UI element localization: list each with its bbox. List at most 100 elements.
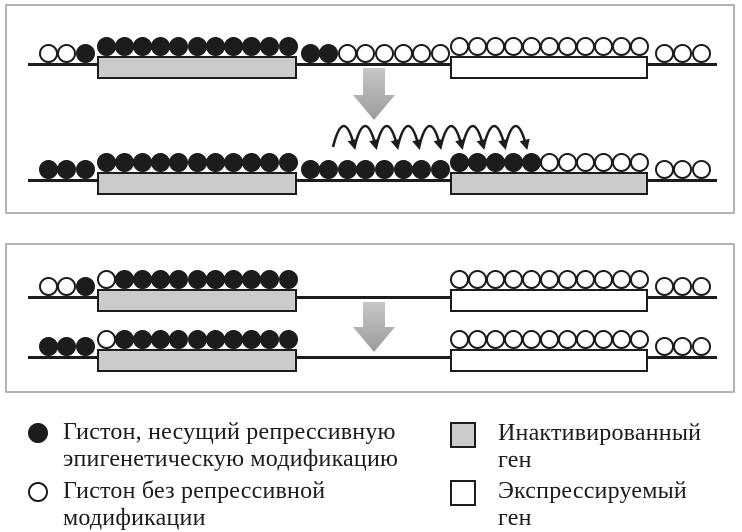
histone-unmodified-icon — [654, 277, 674, 296]
histone-unmodified-icon — [393, 44, 413, 63]
histone-unmodified-icon — [593, 330, 613, 349]
histone-unmodified-icon — [629, 270, 649, 289]
legend-line: ген — [498, 505, 532, 531]
histone-modified-icon — [242, 153, 262, 172]
histone-modified-icon — [319, 44, 339, 63]
histone-modified-icon — [132, 37, 152, 56]
open-histone-icon — [28, 482, 48, 502]
legend-item-inactivated-gene: Инактивированный ген — [450, 420, 701, 474]
histone-modified-icon — [114, 37, 134, 56]
histone-modified-icon — [223, 37, 243, 56]
histone-unmodified-icon — [539, 153, 559, 172]
legend-line: ген — [498, 447, 532, 473]
histone-unmodified-icon — [503, 37, 523, 56]
expressed-gene-icon — [450, 480, 476, 506]
histone-unmodified-icon — [611, 37, 631, 56]
histone-modified-icon — [187, 153, 207, 172]
histone-unmodified-icon — [449, 37, 469, 56]
histone-modified-icon — [75, 44, 95, 63]
histone-modified-icon — [467, 153, 487, 172]
histone-modified-icon — [151, 330, 171, 349]
legend-item-expressed-gene: Экспрессируемый ген — [450, 478, 687, 532]
histone-unmodified-icon — [593, 153, 613, 172]
histone-unmodified-icon — [575, 153, 595, 172]
histone-modified-icon — [205, 37, 225, 56]
histone-modified-icon — [278, 153, 298, 172]
histone-unmodified-icon — [593, 37, 613, 56]
legend-label-expressed-gene: Экспрессируемый ген — [498, 478, 687, 532]
histone-modified-icon — [260, 270, 280, 289]
histone-unmodified-icon — [485, 330, 505, 349]
histone-modified-icon — [169, 330, 189, 349]
inactivated-gene-rect — [450, 172, 648, 195]
chromatin-line — [28, 179, 717, 182]
histone-unmodified-icon — [593, 270, 613, 289]
histone-modified-icon — [169, 270, 189, 289]
histone-unmodified-icon — [467, 37, 487, 56]
legend-line: эпигенетическую модификацию — [63, 446, 399, 472]
histone-modified-icon — [114, 330, 134, 349]
legend-line: Инактивированный — [498, 420, 702, 446]
histone-modified-icon — [151, 153, 171, 172]
legend-line: модификации — [63, 505, 206, 531]
histone-modified-icon — [485, 153, 505, 172]
histone-modified-icon — [187, 37, 207, 56]
histone-modified-icon — [151, 270, 171, 289]
histone-unmodified-icon — [654, 44, 674, 63]
histone-unmodified-icon — [430, 44, 450, 63]
inactivated-gene-rect — [97, 289, 297, 312]
histone-modified-icon — [96, 153, 116, 172]
histone-modified-icon — [151, 37, 171, 56]
histone-modified-icon — [96, 37, 116, 56]
expressed-gene-rect — [450, 289, 648, 312]
histone-modified-icon — [356, 160, 376, 179]
histone-unmodified-icon — [691, 277, 711, 296]
legend-line: Экспрессируемый — [498, 478, 687, 504]
histone-modified-icon — [132, 330, 152, 349]
histone-unmodified-icon — [575, 330, 595, 349]
chromatin-line — [28, 296, 717, 299]
histone-modified-icon — [260, 153, 280, 172]
histone-unmodified-icon — [356, 44, 376, 63]
histone-modified-icon — [278, 37, 298, 56]
histone-modified-icon — [412, 160, 432, 179]
histone-modified-icon — [430, 160, 450, 179]
expressed-gene-rect — [450, 349, 648, 372]
chromatin-line — [28, 63, 717, 66]
histone-unmodified-icon — [503, 270, 523, 289]
histone-unmodified-icon — [374, 44, 394, 63]
histone-modified-icon — [242, 270, 262, 289]
histone-unmodified-icon — [575, 270, 595, 289]
histone-modified-icon — [300, 44, 320, 63]
histone-modified-icon — [132, 153, 152, 172]
histone-modified-icon — [114, 270, 134, 289]
expressed-gene-rect — [450, 56, 648, 79]
histone-modified-icon — [75, 277, 95, 296]
histone-modified-icon — [260, 37, 280, 56]
histone-unmodified-icon — [629, 330, 649, 349]
histone-unmodified-icon — [629, 37, 649, 56]
histone-modified-icon — [503, 153, 523, 172]
inactivated-gene-rect — [97, 172, 297, 195]
histone-unmodified-icon — [96, 270, 116, 289]
histone-modified-icon — [223, 330, 243, 349]
histone-modified-icon — [205, 153, 225, 172]
histone-modified-icon — [205, 270, 225, 289]
histone-unmodified-icon — [38, 277, 58, 296]
histone-modified-icon — [223, 270, 243, 289]
histone-unmodified-icon — [691, 337, 711, 356]
histone-unmodified-icon — [57, 277, 77, 296]
histone-unmodified-icon — [503, 330, 523, 349]
histone-unmodified-icon — [557, 153, 577, 172]
histone-unmodified-icon — [691, 160, 711, 179]
histone-modified-icon — [114, 153, 134, 172]
histone-unmodified-icon — [575, 37, 595, 56]
legend-label-inactivated-gene: Инактивированный ген — [498, 420, 701, 474]
chromatin-line — [28, 356, 717, 359]
legend-line: Гистон без репрессивной — [63, 478, 326, 504]
histone-unmodified-icon — [485, 270, 505, 289]
histone-unmodified-icon — [467, 270, 487, 289]
histone-unmodified-icon — [521, 37, 541, 56]
histone-modified-icon — [300, 160, 320, 179]
